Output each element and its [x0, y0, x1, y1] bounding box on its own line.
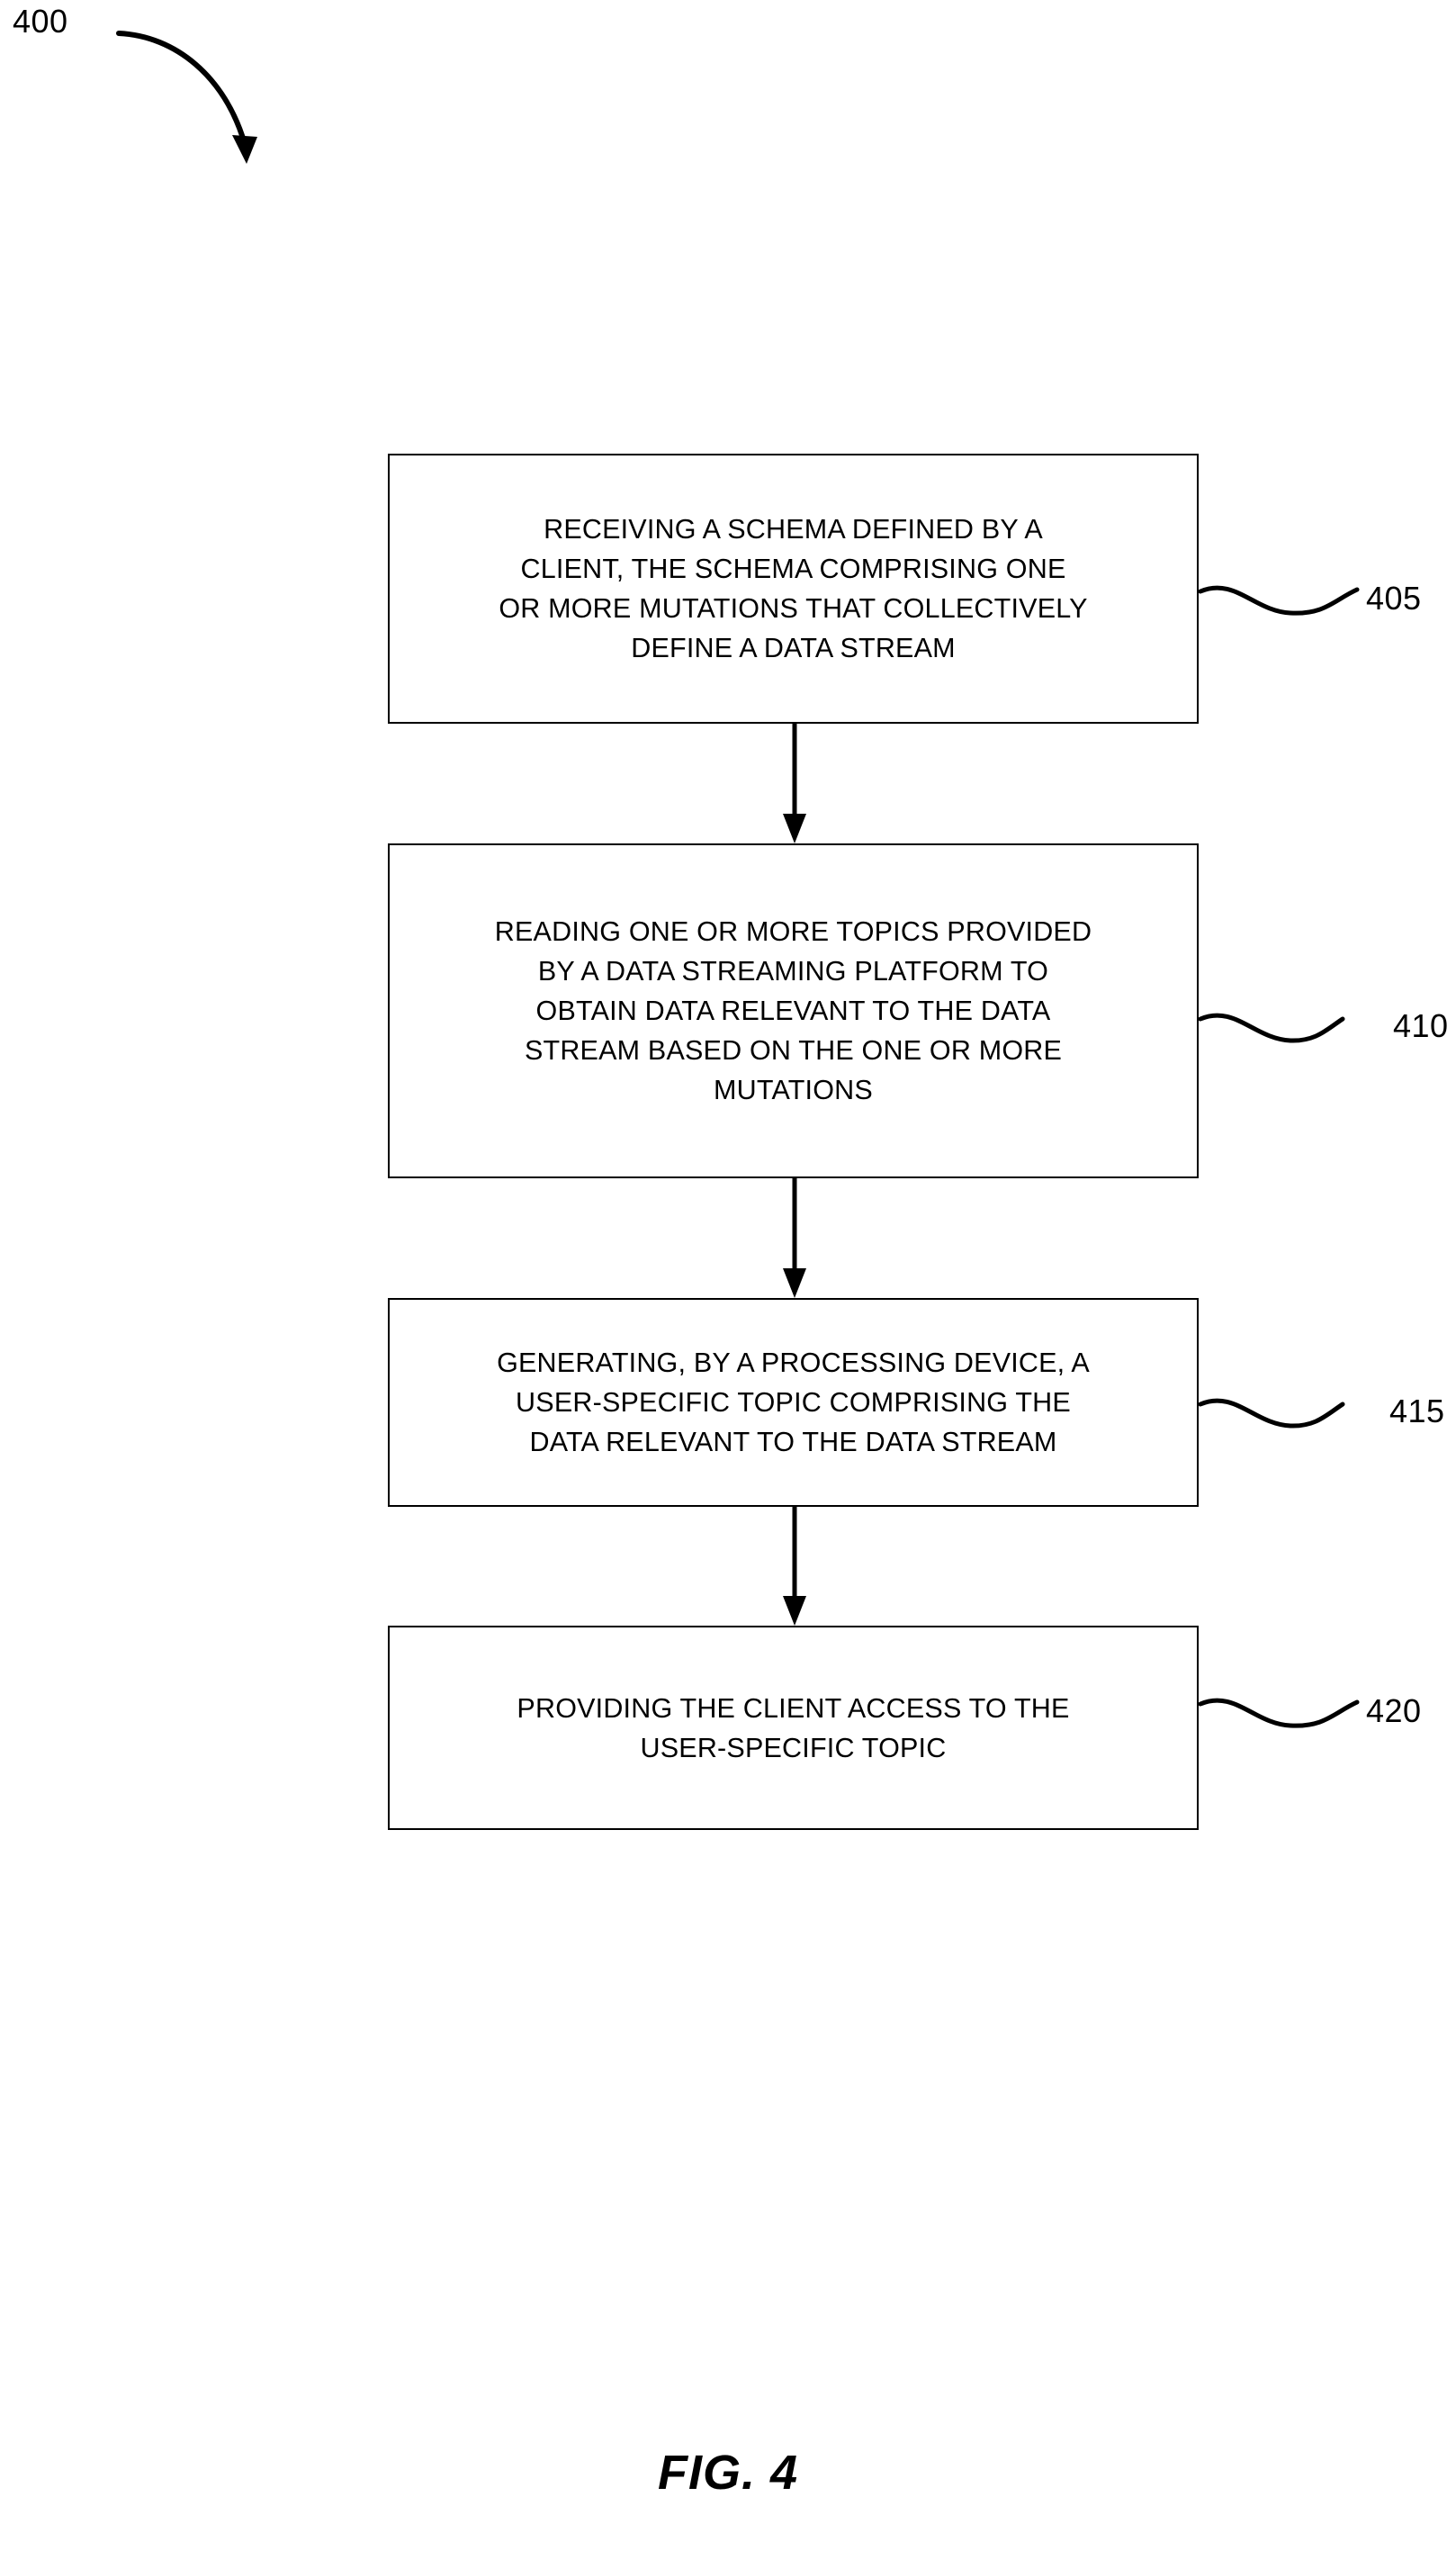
figure-caption: FIG. 4 — [657, 2446, 799, 2500]
reference-callout-410-number: 410 — [1393, 1007, 1449, 1044]
callout-squiggle-line-icon — [1199, 1698, 1360, 1728]
flowchart-step-410-text: READING ONE OR MORE TOPICS PROVIDED BY A… — [494, 916, 1092, 1105]
reference-callout-420-number: 420 — [1366, 1692, 1422, 1729]
flowchart-step-410: READING ONE OR MORE TOPICS PROVIDED BY A… — [388, 843, 1199, 1178]
reference-callout-405-number: 405 — [1366, 580, 1422, 617]
callout-squiggle-line-icon — [1199, 1398, 1345, 1429]
flowchart-step-405: RECEIVING A SCHEMA DEFINED BY A CLIENT, … — [388, 454, 1199, 724]
callout-squiggle-line-icon — [1199, 585, 1360, 616]
flowchart-step-405-text: RECEIVING A SCHEMA DEFINED BY A CLIENT, … — [499, 514, 1088, 663]
flowchart-step-415-text: GENERATING, BY A PROCESSING DEVICE, A US… — [497, 1348, 1090, 1457]
reference-callout-415-number: 415 — [1389, 1393, 1445, 1429]
connector-arrow-410-to-415-icon — [783, 1178, 806, 1298]
flowchart-step-415: GENERATING, BY A PROCESSING DEVICE, A US… — [388, 1298, 1199, 1507]
callout-squiggle-line-icon — [1199, 1013, 1345, 1043]
figure-reference-leader-arrow-icon — [116, 31, 257, 164]
reference-callout-415: 415 — [1199, 1371, 1445, 1452]
figure-reference-number: 400 — [13, 3, 68, 40]
reference-callout-420: 420 — [1199, 1671, 1422, 1752]
reference-callout-405: 405 — [1199, 558, 1422, 639]
reference-callout-410: 410 — [1199, 986, 1449, 1067]
flowchart-step-420: PROVIDING THE CLIENT ACCESS TO THE USER-… — [388, 1626, 1199, 1830]
connector-arrow-405-to-410-icon — [783, 724, 806, 843]
flowchart-step-420-text: PROVIDING THE CLIENT ACCESS TO THE USER-… — [517, 1692, 1070, 1763]
connector-arrow-415-to-420-icon — [783, 1507, 806, 1626]
